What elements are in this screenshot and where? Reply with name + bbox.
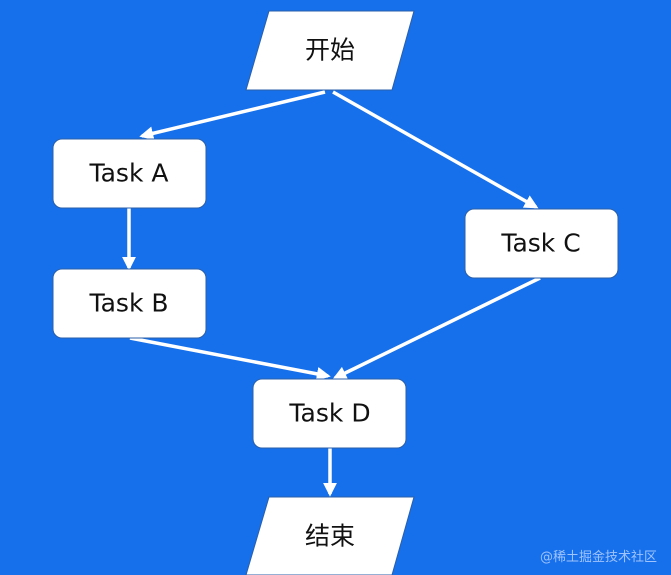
task-c-label: Task C <box>500 229 580 258</box>
node-task-a[interactable]: Task A <box>52 138 207 209</box>
edge-task-b-to-task-d <box>129 336 331 381</box>
edges <box>122 90 541 497</box>
end-parallelogram <box>245 496 415 575</box>
node-end[interactable]: 结束 <box>245 496 415 575</box>
edge-start-to-task-c <box>332 90 539 209</box>
task-b-label: Task B <box>88 289 168 318</box>
task-d-box <box>252 378 407 449</box>
task-a-label: Task A <box>88 159 168 188</box>
task-c-box <box>464 208 619 279</box>
node-task-b[interactable]: Task B <box>52 268 207 339</box>
task-a-box <box>52 138 207 209</box>
watermark: @稀土掘金技术社区 <box>539 550 657 565</box>
task-b-box <box>52 268 207 339</box>
end-label: 结束 <box>305 522 355 551</box>
edge-start-to-task-a <box>139 90 326 141</box>
task-d-label: Task D <box>288 399 370 428</box>
node-task-c[interactable]: Task C <box>464 208 619 279</box>
start-parallelogram <box>245 10 415 91</box>
start-label: 开始 <box>305 36 355 65</box>
node-task-d[interactable]: Task D <box>252 378 407 449</box>
node-start[interactable]: 开始 <box>245 10 415 91</box>
edge-task-c-to-task-d <box>332 276 541 380</box>
